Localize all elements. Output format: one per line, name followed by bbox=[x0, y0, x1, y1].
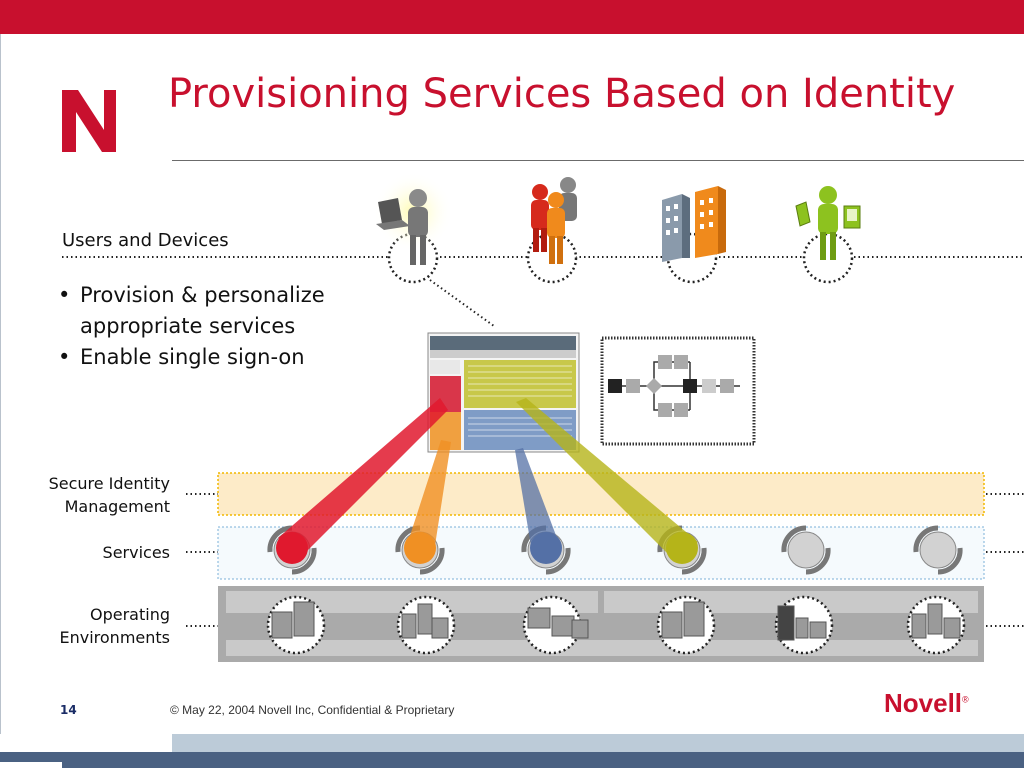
title-underline bbox=[172, 160, 1024, 161]
os-label-line1: Operating bbox=[90, 605, 170, 624]
sim-layer-label: Secure Identity Management bbox=[20, 472, 170, 518]
user-circles bbox=[387, 232, 854, 284]
copyright-text: © May 22, 2004 Novell Inc, Confidential … bbox=[170, 703, 455, 717]
os-band bbox=[218, 586, 984, 662]
services-band bbox=[217, 526, 985, 580]
services-layer-label: Services bbox=[102, 543, 170, 562]
service-cycle-icon bbox=[781, 525, 831, 575]
novell-n-logo bbox=[62, 90, 116, 152]
workflow-diagram-image bbox=[600, 336, 756, 446]
footer-light-bar bbox=[172, 734, 1024, 752]
provisioning-beams bbox=[276, 398, 698, 564]
bullet-list: Provision & personalize appropriate serv… bbox=[56, 280, 376, 373]
portal-connector bbox=[429, 279, 495, 327]
laptop-user-icon bbox=[373, 172, 453, 265]
slide-title: Provisioning Services Based on Identity bbox=[168, 71, 956, 117]
service-cycle-icon bbox=[913, 525, 963, 575]
top-bar bbox=[0, 0, 1024, 34]
mobile-devices-icon bbox=[795, 186, 861, 260]
server-icon bbox=[271, 601, 961, 641]
buildings-icon bbox=[662, 186, 726, 262]
sim-label-line2: Management bbox=[64, 497, 170, 516]
os-label-line2: Environments bbox=[59, 628, 171, 647]
slide-number: 14 bbox=[60, 703, 77, 717]
registered-mark: ® bbox=[962, 694, 969, 705]
bullet-item: Provision & personalize appropriate serv… bbox=[56, 280, 376, 342]
footer-white-block bbox=[0, 762, 62, 768]
layer-dotted-lines bbox=[186, 493, 1024, 627]
users-devices-label: Users and Devices bbox=[62, 230, 229, 251]
os-layer-label: Operating Environments bbox=[20, 603, 171, 649]
novell-wordmark: Novell® bbox=[884, 688, 969, 719]
footer-blue-bar bbox=[0, 752, 1024, 768]
left-border-line bbox=[0, 34, 1, 734]
server-icons bbox=[266, 595, 966, 655]
novell-wordmark-text: Novell bbox=[884, 688, 963, 718]
group-users-icon bbox=[531, 177, 577, 264]
sim-label-line1: Secure Identity bbox=[48, 474, 170, 493]
bullet-item: Enable single sign-on bbox=[56, 342, 376, 373]
